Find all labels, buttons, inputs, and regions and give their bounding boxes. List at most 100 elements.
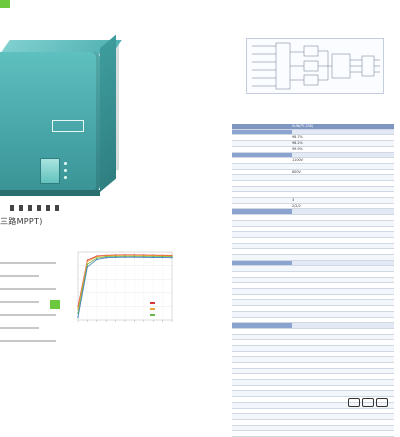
spec-row-value — [292, 345, 394, 352]
inverter-side-face — [100, 34, 116, 193]
spec-row-value — [292, 430, 394, 437]
connector-icon — [28, 205, 32, 211]
spec-row-label — [232, 203, 292, 210]
spec-row — [232, 385, 394, 392]
feature-text-line — [0, 340, 56, 342]
spec-row-value — [292, 248, 394, 255]
spec-row-label — [232, 379, 292, 386]
spec-row — [232, 243, 394, 250]
inverter-logo-plate — [52, 120, 84, 132]
spec-row-label — [232, 373, 292, 381]
spec-row-value — [292, 328, 394, 335]
spec-row-value — [292, 231, 394, 238]
spec-row-value — [292, 356, 394, 363]
spec-table-header: SUN(PT-33K) — [232, 124, 394, 130]
spec-row-value — [292, 226, 394, 233]
spec-row-label — [232, 129, 292, 136]
spec-row-value — [292, 334, 394, 341]
spec-row-label — [232, 208, 292, 216]
spec-row-label — [232, 260, 292, 267]
spec-row-value — [292, 362, 394, 369]
feature-text-line — [0, 288, 56, 290]
spec-row-value — [292, 163, 394, 170]
chart-data-point — [124, 256, 126, 258]
chart-legend-swatch — [150, 302, 155, 304]
spec-row-value — [292, 277, 394, 284]
spec-row — [232, 390, 394, 398]
inverter-front-face — [0, 52, 100, 192]
spec-row-label — [232, 282, 292, 290]
chart-data-point — [96, 257, 98, 259]
spec-row-value — [292, 385, 394, 392]
spec-row-value: 2/2/2 — [292, 203, 394, 210]
spec-row-label — [232, 191, 292, 199]
spec-row-label — [232, 368, 292, 375]
connector-icon — [46, 205, 50, 211]
chart-data-point — [161, 256, 164, 259]
spec-row-value — [292, 311, 394, 318]
spec-row: 98.7% — [232, 134, 394, 142]
spec-row — [232, 345, 394, 352]
spec-row-label — [232, 317, 292, 324]
spec-row — [232, 351, 394, 358]
inverter-bottom-panel — [0, 190, 100, 196]
spec-row — [232, 430, 394, 437]
feature-text-line — [0, 262, 56, 264]
spec-row-label — [232, 430, 292, 437]
chart-legend-swatch — [150, 308, 155, 310]
spec-row-label — [232, 174, 292, 181]
spec-row-label — [232, 390, 292, 398]
spec-row-value: 99.9% — [292, 146, 394, 153]
spec-row-label — [232, 339, 292, 346]
spec-row-label — [232, 277, 292, 284]
spec-row-value — [292, 174, 394, 181]
spec-row — [232, 277, 394, 284]
spec-row-value — [292, 322, 394, 329]
spec-row — [232, 174, 394, 181]
spec-row — [232, 317, 394, 324]
spec-row-label — [232, 328, 292, 335]
spec-row — [232, 248, 394, 255]
spec-row-label — [232, 311, 292, 318]
circuit-block-diagram — [246, 38, 384, 94]
spec-row-value — [292, 379, 394, 386]
spec-row — [232, 226, 394, 233]
spec-row-label — [232, 265, 292, 272]
spec-header-model: SUN(PT-33K) — [292, 124, 394, 130]
spec-row-value — [292, 368, 394, 375]
spec-row-value — [292, 305, 394, 312]
spec-row — [232, 299, 394, 307]
spec-row-label — [232, 231, 292, 238]
chart-data-point — [133, 256, 136, 258]
chart-data-point — [86, 259, 89, 261]
spec-row-value — [292, 390, 394, 398]
spec-row-value — [292, 254, 394, 261]
spec-row-label — [232, 254, 292, 261]
spec-row-label — [232, 146, 292, 153]
spec-row — [232, 356, 394, 363]
spec-row — [232, 220, 394, 227]
feature-text-line — [0, 314, 56, 316]
spec-row-value: 3 — [292, 197, 394, 204]
spec-row-value: 98.7% — [292, 134, 394, 142]
spec-row-value — [292, 237, 394, 244]
led-icon — [64, 162, 67, 165]
inverter-connectors — [10, 196, 110, 211]
spec-row-label — [232, 152, 292, 159]
spec-row-label — [232, 163, 292, 170]
spec-row — [232, 334, 394, 341]
spec-row-label — [232, 385, 292, 392]
chart-data-point — [114, 256, 117, 259]
spec-row-label — [232, 220, 292, 227]
spec-header-label — [232, 124, 292, 130]
spec-row — [232, 339, 394, 346]
spec-row-value — [292, 373, 394, 381]
spec-row — [232, 237, 394, 244]
spec-row-label — [232, 237, 292, 244]
spec-row-value — [292, 208, 394, 216]
spec-row — [232, 254, 394, 261]
chart-data-point — [86, 263, 89, 265]
spec-row-label — [232, 288, 292, 295]
spec-row — [232, 186, 394, 193]
